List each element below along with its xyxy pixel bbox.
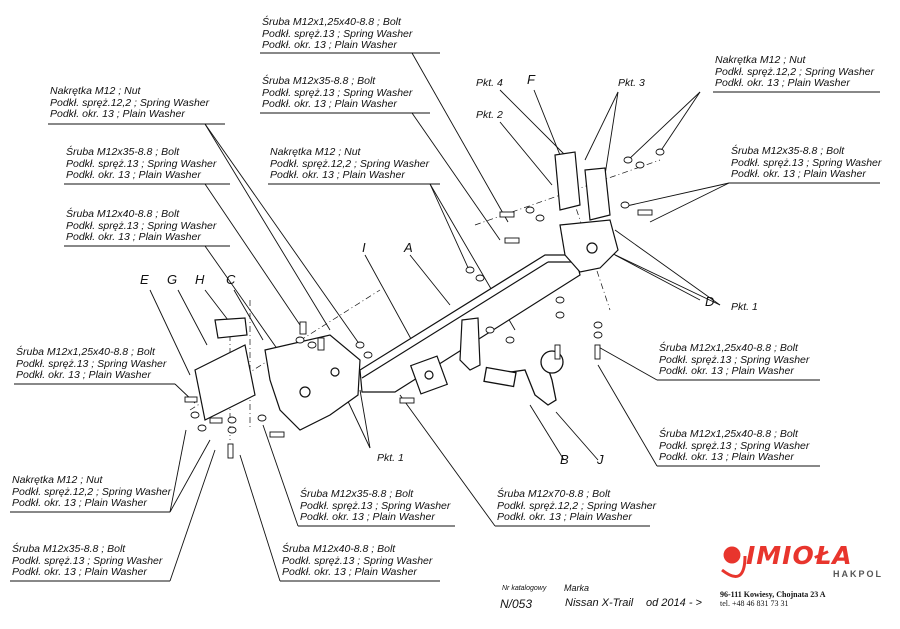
part-letter-C: C <box>226 272 236 287</box>
part-letter-D: D <box>705 294 715 309</box>
leader-line <box>204 123 331 331</box>
callout-bolt-m12x35-bottom-left: Śruba M12x35-8.8 ; Bolt Podkł. spręż.13 … <box>12 543 163 578</box>
washer-set <box>190 148 665 434</box>
part-letter-H: H <box>195 272 205 287</box>
leader-line <box>169 439 211 513</box>
pkt-label-4: Pkt. 4 <box>476 77 503 89</box>
leader-line <box>594 344 658 381</box>
leader-line <box>399 394 496 527</box>
part-letter-E: E <box>140 272 149 287</box>
part-letter-F: F <box>527 72 535 87</box>
address-line: 96-111 Kowiesy, Chojnata 23 A <box>720 590 826 599</box>
catalog-number-label: Nr katalogowy <box>502 585 547 592</box>
callout-bolt-m12x125x40-right-upper: Śruba M12x1,25x40-8.8 ; Bolt Podkł. sprę… <box>659 342 810 377</box>
right-bracket <box>559 219 619 273</box>
company-address: 96-111 Kowiesy, Chojnata 23 A tel. +48 4… <box>720 590 826 608</box>
part-letter-I: I <box>362 240 366 255</box>
leader-line <box>239 454 281 582</box>
callout-bolt-m12x35-left: Śruba M12x35-8.8 ; Bolt Podkł. spręż.13 … <box>66 146 217 181</box>
part-letter-A: A <box>404 240 413 255</box>
brand-label: Marka <box>564 583 590 593</box>
callout-bolt-m12x125x40-right-lower: Śruba M12x1,25x40-8.8 ; Bolt Podkł. sprę… <box>659 428 810 463</box>
callout-bolt-m12x125x40-left: Śruba M12x1,25x40-8.8 ; Bolt Podkł. sprę… <box>16 346 167 381</box>
pkt-label-1-left: Pkt. 1 <box>377 452 404 464</box>
leader-line <box>204 123 361 346</box>
callout-bolt-m12x70: Śruba M12x70-8.8 ; Bolt Podkł. spręż.12,… <box>497 488 657 523</box>
pkt-label-1-right: Pkt. 1 <box>731 301 758 313</box>
leader-line <box>621 182 730 208</box>
part-letter-J: J <box>597 452 604 467</box>
leader-line <box>429 183 471 273</box>
part-letter-B: B <box>560 452 569 467</box>
leader-line <box>597 364 658 467</box>
leader-line <box>262 424 299 527</box>
pkt-label-3: Pkt. 3 <box>618 77 645 89</box>
pkt-label-2: Pkt. 2 <box>476 109 503 121</box>
tow-ball-neck <box>483 350 564 406</box>
leader-line <box>169 449 216 582</box>
company-logo-subtitle: HAKPOL <box>833 569 883 579</box>
callout-bolt-m12x40-left: Śruba M12x40-8.8 ; Bolt Podkł. spręż.13 … <box>66 208 217 243</box>
part-letter-G: G <box>167 272 178 287</box>
socket-plate-I <box>409 355 449 395</box>
leader-line <box>204 245 286 361</box>
callout-bolt-m12x35-bottom-center: Śruba M12x35-8.8 ; Bolt Podkł. spręż.13 … <box>300 488 451 523</box>
callout-bolt-m12x35-top: Śruba M12x35-8.8 ; Bolt Podkł. spręż.13 … <box>262 75 413 110</box>
drop-bracket <box>459 317 481 371</box>
callout-bolt-m12x125x40-top: Śruba M12x1,25x40-8.8 ; Bolt Podkł. sprę… <box>262 16 413 51</box>
leader-line <box>169 429 187 513</box>
leader-line <box>627 91 701 161</box>
leader-line <box>411 112 501 241</box>
vehicle-years: od 2014 - > <box>646 597 702 609</box>
leader-line <box>659 91 701 153</box>
left-bracket <box>264 334 361 431</box>
leader-line <box>204 183 301 326</box>
callout-bolt-m12x40-bottom: Śruba M12x40-8.8 ; Bolt Podkł. spręż.13 … <box>282 543 433 578</box>
phone-line: tel. +48 46 831 73 31 <box>720 599 789 608</box>
mount-plates-F <box>554 151 611 221</box>
leader-line <box>649 182 730 223</box>
vehicle-model: Nissan X-Trail <box>565 597 634 609</box>
callout-nut-center: Nakrętka M12 ; Nut Podkł. spręż.12,2 ; S… <box>270 146 430 181</box>
bolt-set <box>184 209 653 459</box>
hakpol-logo-mark <box>721 546 747 578</box>
catalog-number: N/053 <box>500 597 533 611</box>
company-logo: IMIOŁA <box>746 541 853 570</box>
mount-plates-left <box>194 317 256 421</box>
callout-nut-lower-left: Nakrętka M12 ; Nut Podkł. spręż.12,2 ; S… <box>12 474 172 509</box>
callout-nut-upper-right: Nakrętka M12 ; Nut Podkł. spręż.12,2 ; S… <box>715 54 875 89</box>
leader-line <box>411 52 509 223</box>
callout-bolt-m12x35-right: Śruba M12x35-8.8 ; Bolt Podkł. spręż.13 … <box>731 145 882 180</box>
callout-nut-upper-left: Nakrętka M12 ; Nut Podkł. spręż.12,2 ; S… <box>50 85 210 120</box>
